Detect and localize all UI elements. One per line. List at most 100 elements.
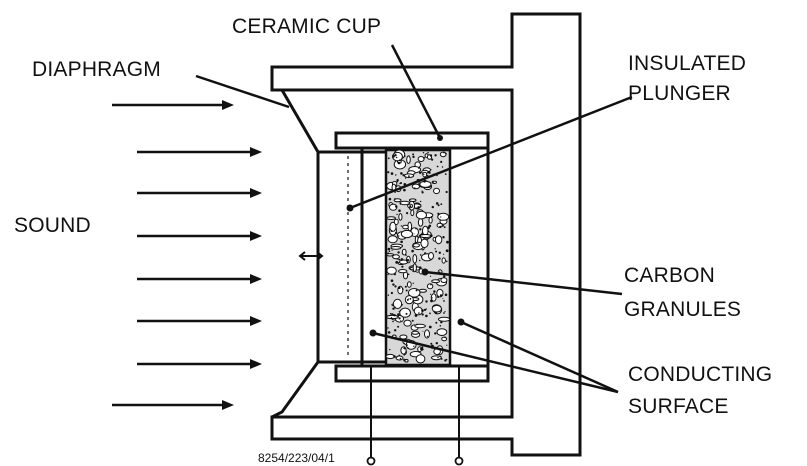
- granule-speck-icon: [435, 202, 439, 205]
- figure-code: 8254/223/04/1: [258, 451, 335, 465]
- granule-speck-icon: [395, 205, 398, 208]
- granule-icon: [393, 198, 402, 203]
- granule-icon: [413, 306, 423, 316]
- granule-speck-icon: [445, 152, 447, 155]
- granule-speck-icon: [413, 206, 415, 208]
- granule-speck-icon: [415, 289, 418, 292]
- granule-icon: [417, 218, 424, 227]
- granule-speck-icon: [408, 155, 410, 157]
- granule-speck-icon: [412, 155, 415, 159]
- granule-speck-icon: [396, 259, 398, 261]
- granule-icon: [406, 155, 411, 164]
- granule-speck-icon: [439, 325, 442, 327]
- terminal-left-icon: [366, 456, 376, 466]
- granule-speck-icon: [387, 252, 390, 254]
- granule-speck-icon: [419, 200, 422, 203]
- granule-icon: [440, 277, 448, 284]
- granule-icon: [441, 257, 446, 264]
- granule-speck-icon: [421, 309, 424, 312]
- granule-speck-icon: [412, 270, 414, 273]
- granule-icon: [392, 298, 403, 309]
- granule-speck-icon: [427, 167, 428, 169]
- granule-speck-icon: [437, 212, 440, 215]
- granule-speck-icon: [431, 297, 433, 299]
- label-diaphragm: DIAPHRAGM: [32, 58, 161, 81]
- leader-conducting-surface-left: [372, 331, 619, 394]
- sound-arrow-icon: [137, 147, 262, 157]
- granule-speck-icon: [394, 329, 397, 332]
- granule-speck-icon: [428, 325, 432, 329]
- granule-speck-icon: [387, 327, 389, 329]
- granule-speck-icon: [401, 253, 403, 255]
- granule-icon: [436, 328, 448, 337]
- granule-speck-icon: [440, 203, 443, 206]
- granule-speck-icon: [388, 250, 391, 252]
- ceramic-cup-bottom-plate: [334, 364, 490, 383]
- granule-speck-icon: [413, 233, 415, 235]
- leader-ceramic-cup: [390, 44, 442, 139]
- granule-speck-icon: [407, 273, 410, 276]
- granule-speck-icon: [413, 187, 416, 190]
- granule-icon: [415, 354, 426, 364]
- granule-speck-icon: [390, 230, 393, 232]
- granule-icon: [412, 253, 418, 264]
- granule-speck-icon: [434, 332, 437, 335]
- granule-speck-icon: [403, 342, 405, 345]
- granule-speck-icon: [387, 157, 390, 160]
- granule-speck-icon: [430, 284, 432, 286]
- leader-diaphragm: [195, 74, 290, 109]
- granule-icon: [415, 210, 427, 220]
- granule-speck-icon: [424, 252, 427, 255]
- granule-speck-icon: [431, 215, 433, 218]
- granule-speck-icon: [394, 306, 396, 309]
- granule-speck-icon: [437, 204, 440, 207]
- granule-speck-icon: [440, 216, 442, 218]
- granule-speck-icon: [406, 259, 410, 262]
- granule-speck-icon: [403, 188, 406, 192]
- granule-speck-icon: [392, 320, 394, 323]
- granule-icon: [426, 283, 434, 290]
- granule-speck-icon: [416, 323, 418, 325]
- granule-icon: [431, 279, 441, 284]
- granule-speck-icon: [399, 182, 401, 185]
- granule-icon: [437, 316, 451, 322]
- granule-speck-icon: [436, 165, 439, 168]
- motion-indicator-icon: [298, 251, 324, 261]
- granule-icon: [399, 307, 412, 318]
- granule-speck-icon: [437, 295, 440, 298]
- granule-speck-icon: [398, 209, 401, 212]
- granule-speck-icon: [396, 180, 399, 183]
- granule-speck-icon: [398, 354, 400, 356]
- granule-speck-icon: [390, 279, 394, 283]
- granule-speck-icon: [389, 348, 391, 351]
- granule-speck-icon: [440, 160, 443, 163]
- granule-speck-icon: [439, 225, 442, 228]
- granule-icon: [428, 252, 434, 260]
- label-insulated-line1: INSULATED: [628, 52, 746, 75]
- label-sound: SOUND: [14, 214, 91, 237]
- granule-speck-icon: [429, 275, 432, 277]
- granule-speck-icon: [390, 172, 394, 175]
- granule-icon: [403, 319, 412, 327]
- granule-speck-icon: [415, 228, 417, 230]
- granule-speck-icon: [402, 174, 405, 177]
- leader-carbon-granules: [424, 270, 623, 296]
- granule-speck-icon: [439, 294, 443, 297]
- granule-speck-icon: [400, 172, 403, 175]
- granule-icon: [400, 229, 413, 239]
- granule-speck-icon: [432, 181, 434, 183]
- granule-icon: [404, 358, 409, 363]
- label-carbon-line1: CARBON: [624, 264, 715, 287]
- granule-speck-icon: [387, 331, 391, 334]
- granule-speck-icon: [399, 159, 401, 161]
- granule-speck-icon: [441, 166, 444, 168]
- granule-speck-icon: [443, 253, 445, 255]
- granule-speck-icon: [395, 156, 398, 159]
- granule-speck-icon: [409, 298, 412, 300]
- granule-speck-icon: [394, 285, 397, 288]
- granule-speck-icon: [414, 314, 418, 317]
- granule-speck-icon: [418, 167, 420, 169]
- granule-speck-icon: [400, 240, 403, 244]
- granule-icon: [395, 355, 404, 361]
